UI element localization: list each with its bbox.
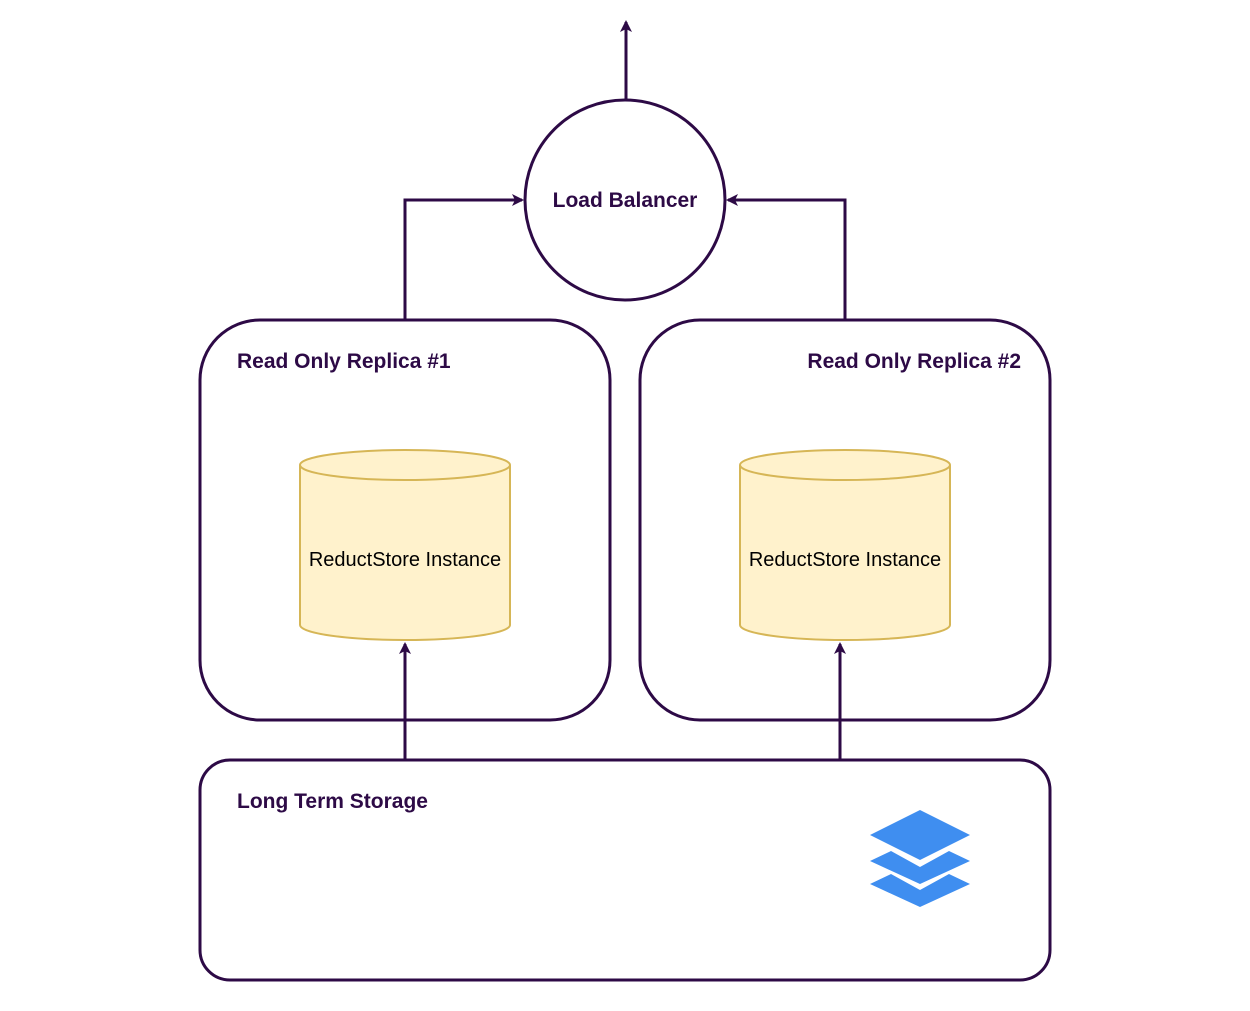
load-balancer-label: Load Balancer — [553, 189, 698, 212]
long-term-storage-title: Long Term Storage — [237, 790, 428, 813]
replica-1-title: Read Only Replica #1 — [237, 350, 451, 373]
reductstore-instance-1-cylinder[interactable]: ReductStore Instance — [299, 449, 511, 641]
long-term-storage-container[interactable]: Long Term Storage — [198, 758, 1052, 982]
replica-2-to-lb-arrow — [726, 194, 847, 320]
layers-icon — [870, 810, 970, 907]
reductstore-instance-1-label: ReductStore Instance — [309, 549, 501, 571]
replica-2-title: Read Only Replica #2 — [807, 350, 1021, 373]
load-balancer-node[interactable]: Load Balancer — [523, 98, 727, 302]
reductstore-instance-2-cylinder[interactable]: ReductStore Instance — [739, 449, 951, 641]
replica-1-to-lb-arrow — [403, 194, 524, 320]
reductstore-instance-2-label: ReductStore Instance — [749, 549, 941, 571]
